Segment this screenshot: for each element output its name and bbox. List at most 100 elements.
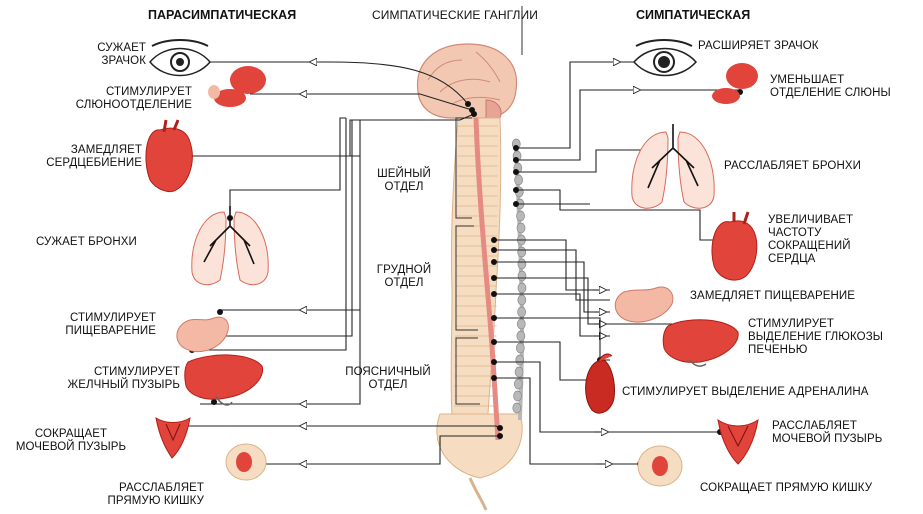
right-label-bladder: РАССЛАБЛЯЕТ МОЧЕВОЙ ПУЗЫРЬ: [772, 420, 882, 446]
left-label-gallbladder-line2: ЖЕЛЧНЫЙ ПУЗЫРЬ: [67, 379, 180, 391]
ganglion: [516, 210, 525, 222]
right-label-adrenaline: СТИМУЛИРУЕТ ВЫДЕЛЕНИЕ АДРЕНАЛИНА: [622, 386, 869, 398]
right-label-liver-line3: ПЕЧЕНЬЮ: [748, 344, 808, 356]
right-label-liver-line1: СТИМУЛИРУЕТ: [748, 318, 835, 330]
bladder-icon: [155, 417, 191, 459]
right-label-heart-line4: СЕРДЦА: [768, 253, 816, 265]
ganglion: [513, 390, 522, 402]
left-label-saliva-line1: СТИМУЛИРУЕТ: [105, 86, 192, 98]
ganglion: [516, 318, 526, 330]
right-label-saliva-line1: УМЕНЬШАЕТ: [770, 74, 845, 86]
right-label-heart-line3: СОКРАЩЕНИЙ: [768, 240, 851, 252]
ganglion: [514, 378, 523, 390]
left-label-heart: ЗАМЕДЛЯЕТ СЕРДЦЕБИЕНИЕ: [20, 144, 142, 170]
synapse-dot: [491, 247, 497, 253]
ganglion: [517, 294, 527, 306]
heart-icon: [145, 119, 193, 193]
salivary-gland-icon: [208, 66, 266, 107]
left-label-bladder-line2: МОЧЕВОЙ ПУЗЫРЬ: [15, 441, 127, 453]
left-label-pupil-line1: СУЖАЕТ: [97, 42, 146, 54]
header-sympathetic: СИМПАТИЧЕСКАЯ: [636, 8, 751, 22]
lungs-icon-right: [631, 124, 715, 209]
left-label-saliva-line2: СЛЮНООТДЕЛЕНИЕ: [75, 99, 192, 111]
synapse-dot: [217, 309, 223, 315]
right-label-saliva-line2: ОТДЕЛЕНИЕ СЛЮНЫ: [770, 87, 891, 99]
left-label-rectum-line1: РАССЛАБЛЯЕТ: [119, 482, 204, 494]
synapse-dot: [513, 187, 519, 193]
section-thoracic-line1: ГРУДНОЙ: [376, 264, 432, 276]
section-lumbar-line1: ПОЯСНИЧНЫЙ: [345, 366, 431, 378]
left-label-bladder-line1: СОКРАЩАЕТ: [34, 428, 108, 440]
synapse-dot: [465, 101, 471, 107]
synapse-dot: [491, 291, 497, 297]
synapse-dot: [513, 169, 519, 175]
section-lumbar: ПОЯСНИЧНЫЙ ОТДЕЛ: [332, 366, 444, 392]
right-label-liver: СТИМУЛИРУЕТ ВЫДЕЛЕНИЕ ГЛЮКОЗЫ ПЕЧЕНЬЮ: [748, 318, 883, 357]
synapse-dot: [471, 111, 477, 117]
parasympathetic-nerves: [170, 62, 501, 464]
ganglion: [517, 282, 527, 294]
left-label-heart-line1: ЗАМЕДЛЯЕТ: [70, 144, 142, 156]
left-label-pupil: СУЖАЕТ ЗРАЧОК: [40, 42, 146, 68]
ganglion: [517, 246, 527, 258]
section-thoracic-line2: ОТДЕЛ: [384, 277, 424, 289]
rectum-icon-right: [637, 445, 683, 487]
left-label-gallbladder-line1: СТИМУЛИРУЕТ: [93, 366, 180, 378]
section-cervical-line1: ШЕЙНЫЙ: [377, 168, 431, 180]
left-label-bronchi: СУЖАЕТ БРОНХИ: [36, 236, 137, 248]
bladder-icon-right: [717, 418, 759, 465]
synapse-dot: [491, 315, 497, 321]
eye-icon: [149, 39, 211, 77]
stomach-icon: [176, 316, 229, 352]
section-lumbar-line2: ОТДЕЛ: [368, 379, 408, 391]
right-label-heart: УВЕЛИЧИВАЕТ ЧАСТОТУ СОКРАЩЕНИЙ СЕРДЦА: [768, 214, 853, 266]
section-cervical-line2: ОТДЕЛ: [384, 181, 424, 193]
heart-icon-right: [711, 211, 758, 281]
synapse-dot: [497, 425, 503, 431]
right-label-heart-line2: ЧАСТОТУ: [768, 227, 822, 239]
right-label-bladder-line1: РАССЛАБЛЯЕТ: [772, 420, 857, 432]
left-label-pupil-line2: ЗРАЧОК: [101, 55, 146, 67]
right-label-pupil: РАСШИРЯЕТ ЗРАЧОК: [698, 40, 819, 52]
left-label-digestion: СТИМУЛИРУЕТ ПИЩЕВАРЕНИЕ: [30, 312, 156, 338]
spinal-cord: [473, 117, 501, 441]
right-label-bronchi: РАССЛАБЛЯЕТ БРОНХИ: [724, 160, 862, 172]
lungs-icon: [191, 206, 269, 286]
ganglion: [516, 222, 526, 234]
ganglion: [515, 342, 525, 354]
ganglion: [517, 306, 526, 318]
synapse-dot: [491, 237, 497, 243]
header-ganglia: СИМПАТИЧЕСКИЕ ГАНГЛИИ: [372, 8, 538, 22]
liver-icon: [184, 354, 264, 406]
left-label-rectum-line2: ПРЯМУЮ КИШКУ: [107, 495, 204, 507]
ganglion: [517, 258, 527, 270]
eye-icon-right: [632, 39, 698, 77]
ganglion: [515, 354, 525, 366]
liver-icon-right: [662, 319, 739, 367]
ganglion: [516, 330, 526, 342]
right-label-digestion: ЗАМЕДЛЯЕТ ПИЩЕВАРЕНИЕ: [690, 290, 856, 302]
sympathetic-ganglia: [511, 138, 527, 414]
ganglion: [512, 402, 522, 414]
synapse-dot: [513, 201, 519, 207]
right-label-heart-line1: УВЕЛИЧИВАЕТ: [768, 214, 854, 226]
right-label-bladder-line2: МОЧЕВОЙ ПУЗЫРЬ: [772, 433, 883, 445]
synapse-dot: [491, 375, 497, 381]
left-label-heart-line2: СЕРДЦЕБИЕНИЕ: [46, 157, 142, 169]
synapse-dot: [513, 157, 519, 163]
header-parasympathetic: ПАРАСИМПАТИЧЕСКАЯ: [148, 8, 297, 22]
left-label-digestion-line1: СТИМУЛИРУЕТ: [69, 312, 156, 324]
right-label-rectum: СОКРАЩАЕТ ПРЯМУЮ КИШКУ: [700, 482, 873, 494]
synapse-dot: [497, 433, 503, 439]
synapse-dot: [491, 339, 497, 345]
left-label-saliva: СТИМУЛИРУЕТ СЛЮНООТДЕЛЕНИЕ: [30, 86, 192, 112]
section-thoracic: ГРУДНОЙ ОТДЕЛ: [364, 264, 444, 290]
synapse-dot: [491, 359, 497, 365]
synapse-dot: [491, 275, 497, 281]
synapse-dot: [513, 145, 519, 151]
right-label-liver-line2: ВЫДЕЛЕНИЕ ГЛЮКОЗЫ: [748, 331, 884, 343]
ganglion: [514, 174, 523, 186]
sympathetic-nerves: [494, 62, 740, 464]
left-label-bladder: СОКРАЩАЕТ МОЧЕВОЙ ПУЗЫРЬ: [10, 428, 132, 454]
